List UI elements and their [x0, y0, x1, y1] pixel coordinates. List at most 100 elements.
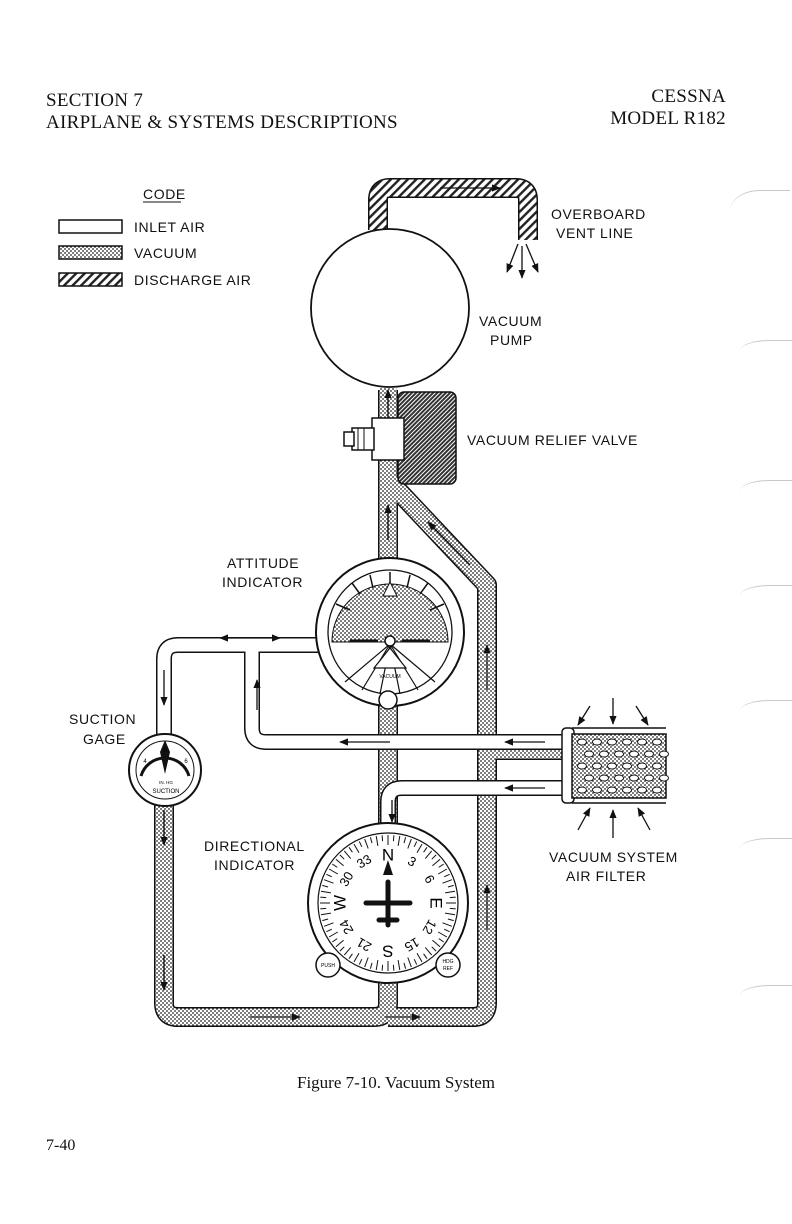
label-overboard-2: VENT LINE — [556, 225, 634, 241]
di-hdg-knob — [435, 952, 461, 978]
legend-label-discharge: DISCHARGE AIR — [134, 272, 252, 288]
di-tick — [328, 931, 339, 938]
label-pump-1: VACUUM — [479, 313, 542, 329]
legend-label-vacuum: VACUUM — [134, 245, 197, 261]
vent-arrow-right — [525, 243, 539, 273]
filter-holes — [577, 738, 669, 794]
filter-element — [571, 733, 667, 799]
pump-body — [310, 228, 470, 388]
edge-mark-7 — [740, 985, 792, 1006]
filter-hole — [584, 774, 594, 782]
filter-hole — [592, 762, 602, 770]
di-tick — [381, 835, 384, 842]
di-tick — [326, 928, 333, 933]
di-compass-label: 21 — [354, 934, 374, 954]
di-tick — [413, 841, 418, 848]
di-tick — [332, 863, 338, 868]
di-compass-label: S — [382, 942, 393, 961]
page-header-left: SECTION 7 AIRPLANE & SYSTEMS DESCRIPTION… — [46, 90, 398, 134]
di-tick — [407, 957, 412, 968]
label-overboard-1: OVERBOARD — [551, 206, 646, 222]
di-tick — [442, 879, 453, 884]
filter-hole — [592, 738, 602, 746]
di-tick — [438, 863, 444, 868]
di-tick — [322, 918, 329, 922]
di-tick — [432, 858, 441, 867]
di-tick — [348, 847, 353, 853]
di-tick — [335, 939, 344, 948]
vacuum-pump — [310, 228, 470, 388]
di-tick — [449, 907, 456, 910]
di-tick — [437, 931, 448, 938]
di-tick — [431, 946, 437, 952]
attitude-pointer — [382, 580, 398, 597]
relief-valve-body — [371, 417, 405, 461]
di-push-label: PUSH — [321, 963, 335, 969]
filter-hole — [652, 762, 662, 770]
vent-arrow-left — [506, 243, 519, 273]
legend-swatch-vacuum — [58, 245, 123, 260]
attitude-center-dot — [384, 635, 396, 647]
di-tick — [348, 953, 353, 959]
filter-in-arrow-3 — [635, 705, 649, 726]
di-tick — [343, 947, 352, 956]
filter-hole — [622, 786, 632, 794]
di-tick — [392, 964, 395, 971]
di-compass-label: N — [382, 846, 394, 865]
di-tick — [431, 854, 437, 860]
filter-hole — [659, 750, 669, 758]
vacuum-air-filter — [561, 698, 669, 838]
di-tick — [445, 912, 456, 916]
inlet-lines — [156, 634, 570, 832]
di-tick-marks — [320, 835, 456, 971]
di-tick — [432, 939, 441, 948]
di-tick — [320, 896, 327, 899]
di-tick — [407, 838, 412, 849]
di-tick — [423, 847, 428, 853]
di-compass-label: W — [331, 895, 350, 911]
di-lubber-line — [383, 860, 393, 875]
legend-swatch-discharge — [58, 272, 123, 287]
filter-hole — [644, 750, 654, 758]
model: MODEL R182 — [610, 108, 726, 129]
filter-hole — [652, 738, 662, 746]
di-tick — [442, 922, 453, 927]
di-tick — [437, 868, 448, 875]
di-tick — [358, 841, 363, 848]
label-attitude-1: ATTITUDE — [227, 555, 299, 571]
di-tick — [375, 960, 379, 971]
filter-hole — [629, 774, 639, 782]
di-tick — [323, 879, 334, 884]
di-tick — [358, 958, 363, 965]
edge-mark-6 — [740, 838, 792, 859]
suction-gage-tick-5: 5 — [163, 748, 167, 754]
edge-mark-1 — [730, 190, 790, 231]
filter-hole — [652, 786, 662, 794]
label-suction-1: SUCTION — [69, 711, 136, 727]
di-tick — [326, 873, 333, 878]
suction-gage-needle — [160, 740, 170, 774]
edge-mark-4 — [740, 585, 792, 606]
filter-hole — [637, 762, 647, 770]
di-tick — [416, 952, 423, 963]
edge-mark-5 — [740, 700, 792, 721]
di-tick — [413, 958, 418, 965]
filter-hole — [607, 786, 617, 794]
filter-hole — [592, 786, 602, 794]
legend: CODE INLET AIR VACUUM DISCHARGE AIR — [58, 186, 252, 288]
di-tick — [443, 928, 450, 933]
section-title: AIRPLANE & SYSTEMS DESCRIPTIONS — [46, 112, 398, 133]
di-tick — [416, 843, 423, 854]
di-hdg-label-2: REF — [443, 966, 453, 972]
attitude-sky — [331, 583, 449, 643]
filter-hole — [577, 786, 587, 794]
di-tick — [449, 896, 456, 899]
suction-gage-word: SUCTION — [153, 789, 180, 795]
component-labels: OVERBOARD VENT LINE VACUUM PUMP VACUUM R… — [69, 206, 677, 884]
filter-hole — [644, 774, 654, 782]
filter-hole — [659, 774, 669, 782]
relief-valve-fitting — [351, 427, 375, 451]
flow-arrow-diagonal — [427, 521, 471, 566]
vacuum-relief-valve — [343, 391, 457, 485]
